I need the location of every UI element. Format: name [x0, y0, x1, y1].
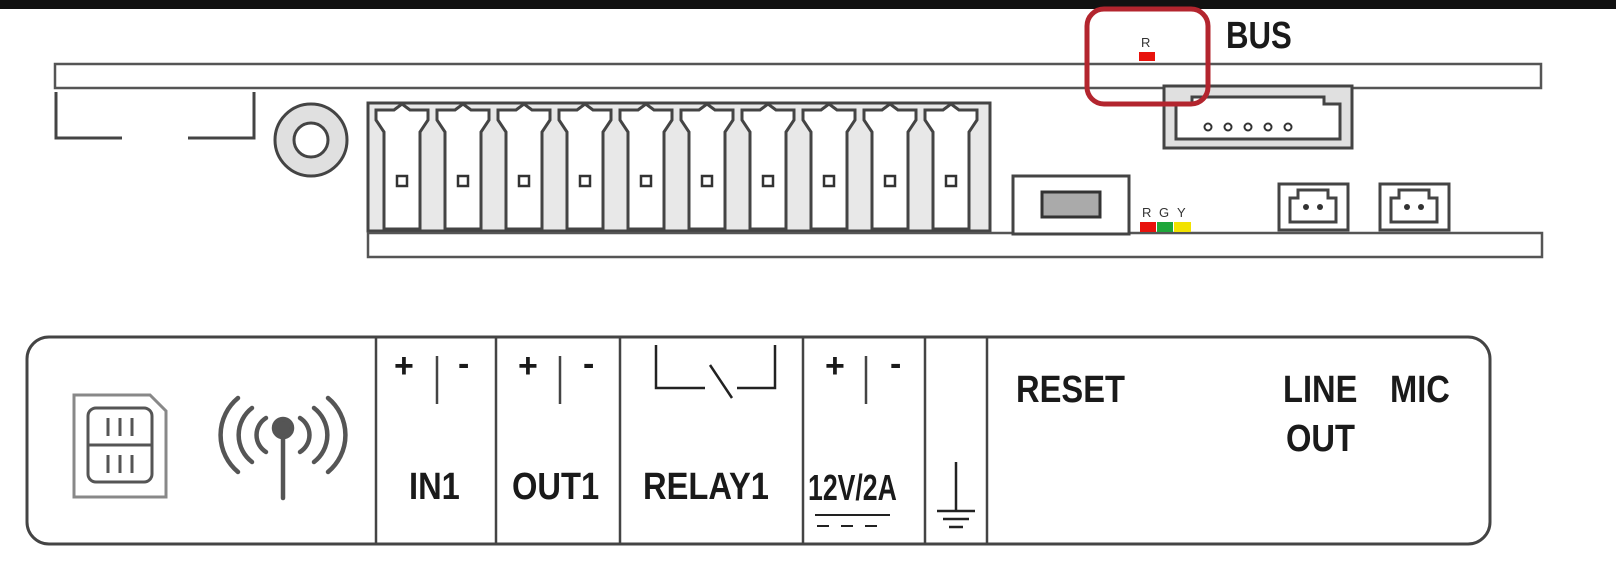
status-led-red — [1140, 222, 1156, 232]
sim-slot-bracket — [54, 92, 256, 140]
panel-dividers — [374, 338, 989, 543]
terminal-pin — [862, 102, 918, 231]
status-led-letter-g: G — [1159, 205, 1170, 220]
bus-led-highlight — [1084, 6, 1211, 107]
reset-label: RESET — [1016, 369, 1125, 411]
antenna-icon — [218, 395, 348, 501]
ground-icon — [937, 462, 975, 529]
sim-card-icon — [72, 393, 168, 499]
label-panel — [25, 335, 1492, 546]
mic-connector-icon — [1378, 182, 1451, 232]
terminal-pin — [374, 102, 430, 231]
line-out-connector-icon — [1277, 182, 1350, 232]
power-label: 12V/2A — [808, 467, 897, 508]
terminal-pin — [923, 102, 979, 231]
bus-connector-icon — [1162, 84, 1354, 150]
in1-label: IN1 — [409, 466, 460, 508]
line-out-label-line2: OUT — [1286, 418, 1355, 460]
terminal-pins — [374, 102, 979, 231]
terminal-pin — [679, 102, 735, 231]
bus-led-red — [1139, 52, 1155, 61]
antenna-connector-icon — [273, 102, 349, 178]
terminal-pin — [496, 102, 552, 231]
out1-label: OUT1 — [512, 466, 600, 508]
dc-symbol-icon — [815, 514, 890, 527]
relay1-label: RELAY1 — [643, 466, 769, 508]
status-led-green — [1157, 222, 1173, 232]
bus-label: BUS — [1226, 15, 1292, 57]
line-out-label-line1: LINE — [1283, 369, 1358, 411]
bus-led-letter: R — [1141, 35, 1151, 50]
terminal-pin — [435, 102, 491, 231]
relay-switch-icon — [654, 345, 777, 399]
terminal-pin — [740, 102, 796, 231]
out1-minus: - — [583, 345, 595, 383]
reset-button-icon — [1011, 174, 1131, 236]
in1-plus: + — [394, 347, 414, 385]
pcb-top-rail — [53, 62, 1543, 90]
power-minus: - — [890, 345, 902, 383]
mic-label: MIC — [1390, 369, 1450, 411]
top-edge-strip — [0, 0, 1616, 9]
in1-minus: - — [458, 345, 470, 383]
status-led-yellow — [1174, 222, 1191, 232]
terminal-pin — [557, 102, 613, 231]
terminal-pin — [801, 102, 857, 231]
status-led-letter-y: Y — [1177, 205, 1186, 220]
terminal-pin — [618, 102, 674, 231]
status-led-letter-r: R — [1142, 205, 1152, 220]
pcb-bottom-rail — [366, 231, 1544, 259]
out1-plus: + — [518, 347, 538, 385]
power-plus: + — [825, 347, 845, 385]
